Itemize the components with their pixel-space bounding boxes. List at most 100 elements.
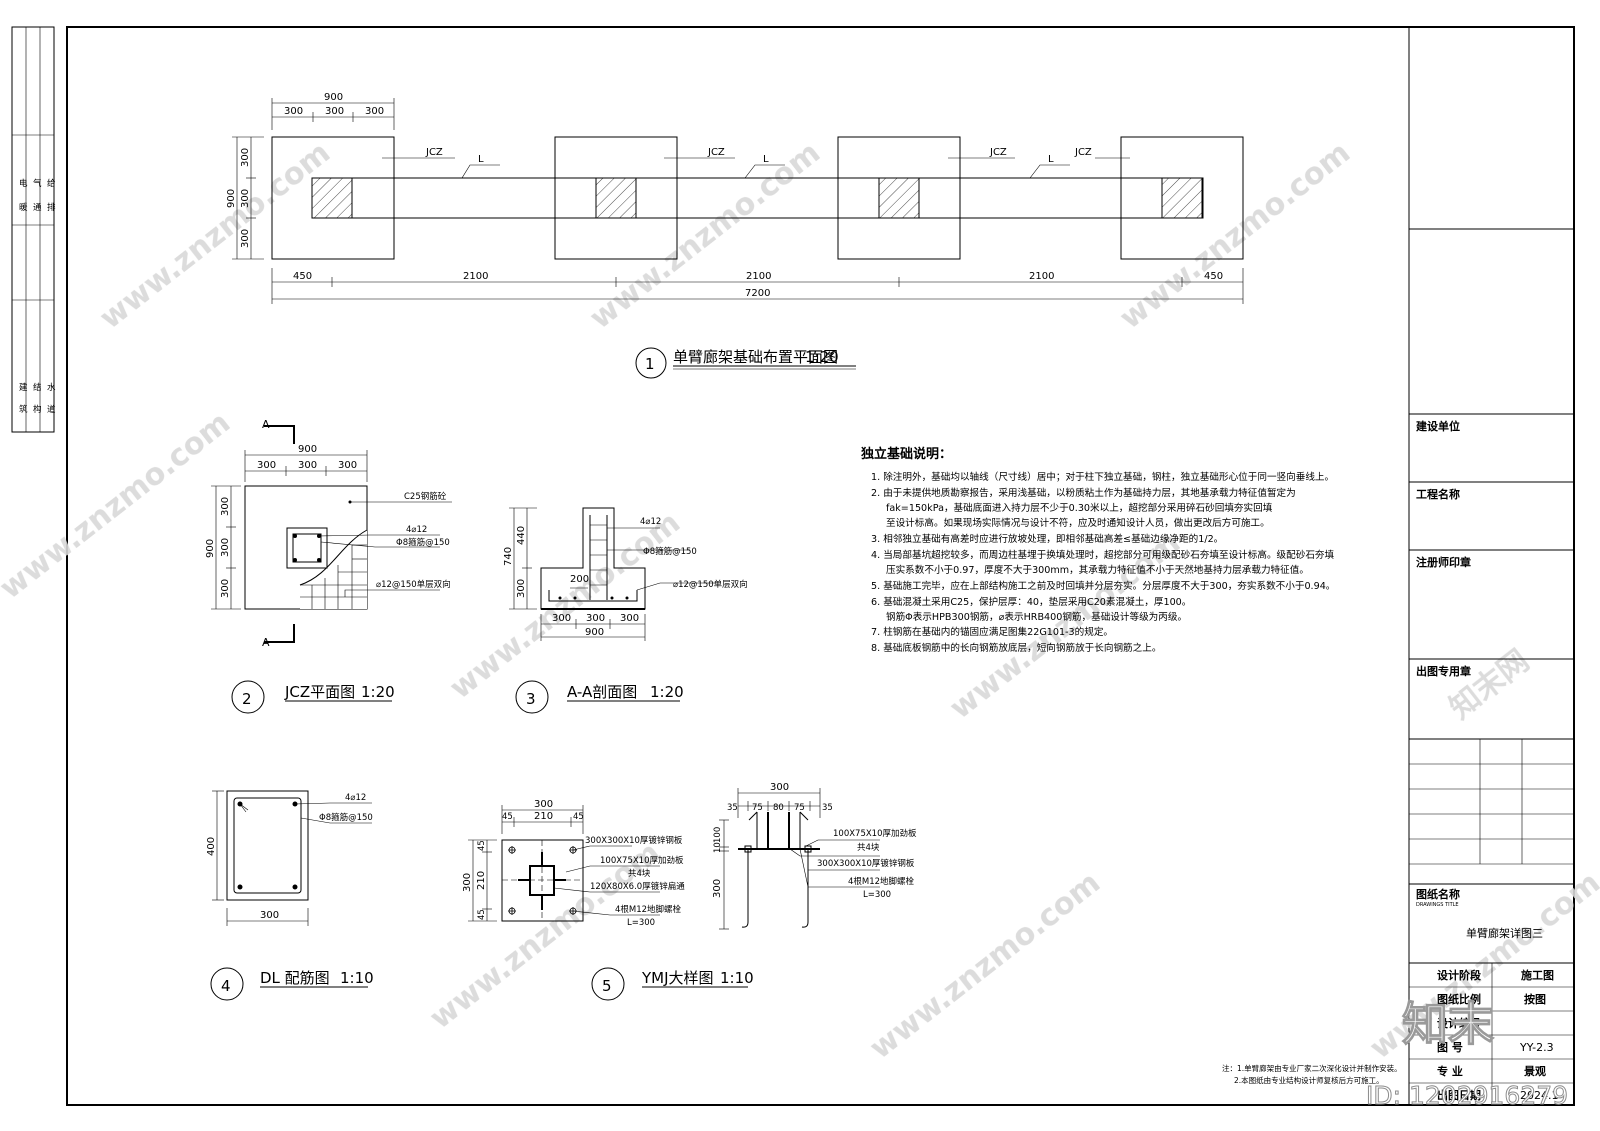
dim-text: 300: [534, 799, 553, 810]
drawing-name-label: 图纸名称: [1416, 887, 1460, 901]
callout-text: 4根M12地脚螺栓: [848, 876, 915, 887]
title-block: 建设单位 工程名称 注册师印章 出图专用章 图纸名称 DRAWINGS TITL…: [1409, 228, 1574, 1105]
jcz-plan: A A C25钢筋砼 4⌀12 Φ8箍筋@150 ⌀1: [205, 418, 452, 714]
notes-heading: 独立基础说明：: [861, 446, 952, 462]
dim-text: 35: [727, 803, 738, 813]
note-line: 3. 相邻独立基础有高差时应进行放坡处理，即相邻基础高差≤基础边缘净距的1/2。: [871, 533, 1223, 545]
dim-text: 300: [770, 782, 789, 793]
dim-text: 300: [220, 497, 231, 516]
callout-text: ⌀12@150单层双向: [673, 579, 748, 590]
tb-row-label: 图 号: [1437, 1041, 1463, 1054]
detail-number: 5: [602, 977, 612, 995]
watermark-text: www.znzmo.com: [443, 505, 687, 706]
sidebar-label: 排: [47, 202, 56, 213]
note-line: 7. 柱钢筋在基础内的锚固应满足图集22G101-3的规定。: [871, 626, 1113, 638]
callout-text: 4⌀12: [345, 793, 366, 803]
dl-reinforcement: 4⌀12 Φ8箍筋@150 400 300 4 DL 配筋图 1:10: [206, 790, 374, 1001]
detail-scale: 1:10: [720, 969, 754, 987]
sidebar-label: 通: [33, 202, 42, 213]
watermark-text: www.znzmo.com: [0, 405, 237, 606]
dim-text: 740: [503, 547, 514, 566]
detail-scale: 1:20: [805, 348, 839, 366]
dim-text: 45: [477, 840, 487, 851]
tb-row-label: 设计编号: [1437, 1016, 1481, 1030]
detail-title: DL 配筋图: [260, 969, 330, 987]
note-line: 6. 基础混凝土采用C25，保护层厚：40，垫层采用C20素混凝土，厚100。: [871, 596, 1191, 608]
column-hatch: [311, 177, 353, 219]
callout-text: L=300: [627, 918, 655, 928]
dim-text: 75: [752, 803, 763, 813]
drawing-name: 单臂廊架详图三: [1466, 926, 1543, 940]
callout-text: 4⌀12: [640, 517, 661, 527]
callout-text: 120X80X6.0厚镀锌扁通: [590, 881, 685, 892]
dim-text: 900: [298, 444, 317, 455]
tb-row-value: 按图: [1524, 992, 1546, 1006]
column-hatch: [1161, 177, 1203, 219]
image-id: ID: 1202916279: [1366, 1081, 1568, 1110]
tb-row-value: 2024.1: [1520, 1089, 1559, 1102]
dim-text: 210: [534, 811, 553, 822]
foundation-layout-plan: JCZ L JCZ L JCZ L JCZ 900 300 300 300 90…: [226, 92, 1244, 379]
dim-text: 75: [794, 803, 805, 813]
label-beam: L: [763, 154, 769, 165]
watermark-layer: www.znzmo.com www.znzmo.com www.znzmo.co…: [0, 135, 1600, 1066]
sidebar-label: 水: [47, 382, 56, 393]
dim-text: 10: [713, 842, 723, 853]
sidebar-label: 给: [47, 178, 56, 189]
dim-text: 210: [476, 871, 487, 890]
label-beam: L: [478, 154, 484, 165]
dim-text: 300: [516, 579, 527, 598]
sidebar-label: 暖: [19, 203, 28, 213]
footnotes: 注：1.单臂廊架由专业厂家二次深化设计并制作安装。 2.本图纸由专业结构设计师复…: [1222, 1063, 1402, 1085]
label-beam: L: [1048, 154, 1054, 165]
dim-text: 2100: [1029, 271, 1054, 282]
watermark-text: www.znzmo.com: [583, 135, 827, 336]
tb-row-label: 图纸比例: [1437, 992, 1481, 1006]
dim-text: 2100: [746, 271, 771, 282]
detail-scale: 1:20: [650, 683, 684, 701]
dim-text: 900: [585, 627, 604, 638]
note-line: 2. 由于未提供地质勘察报告，采用浅基础，以粉质粘土作为基础持力层，其地基承载力…: [871, 487, 1296, 499]
detail-title: 单臂廊架基础布置平面图: [673, 348, 838, 366]
watermark-text: www.znzmo.com: [93, 135, 337, 336]
dim-text: 300: [220, 579, 231, 598]
dim-text: 900: [226, 189, 237, 208]
dim-text: 100: [713, 827, 723, 843]
note-line: 1. 除注明外，基础均以轴线（尺寸线）居中；对于柱下独立基础，钢柱，独立基础形心…: [871, 471, 1334, 483]
tb-row-value: YY-2.3: [1519, 1041, 1554, 1054]
callout-text: 100X75X10厚加劲板: [833, 828, 917, 839]
dim-text: 450: [293, 271, 312, 282]
footnote-line: 注：1.单臂廊架由专业厂家二次深化设计并制作安装。: [1222, 1063, 1402, 1073]
sidebar-label: 结: [33, 382, 42, 393]
dim-text: 440: [516, 526, 527, 545]
dim-text: 300: [260, 910, 279, 921]
detail-title: JCZ平面图: [284, 683, 355, 701]
dim-text: 300: [240, 148, 251, 167]
sidebar-label: 构: [33, 404, 42, 415]
note-line: 压实系数不小于0.97，厚度不大于300mm，其承载力特征值不小于天然地基持力层…: [886, 564, 1309, 576]
dim-text: 300: [620, 613, 639, 624]
detail-scale: 1:20: [361, 683, 395, 701]
drawing-name-en: DRAWINGS TITLE: [1416, 902, 1459, 908]
tb-row-label: 专 业: [1437, 1064, 1463, 1078]
tb-row-label: 设计阶段: [1437, 968, 1481, 982]
callout-text: ⌀12@150单层双向: [376, 579, 451, 590]
detail-number: 3: [526, 690, 536, 708]
note-line: 5. 基础施工完毕，应在上部结构施工之前及时回填并分层夯实。分层厚度不大于300…: [871, 580, 1335, 592]
tb-row-value: 景观: [1523, 1065, 1546, 1078]
brand-logo: 知末: [1402, 997, 1494, 1051]
tb-row-label: 出图日期: [1437, 1088, 1481, 1102]
dim-text: 300: [552, 613, 571, 624]
foundation-notes: 独立基础说明： 1. 除注明外，基础均以轴线（尺寸线）居中；对于柱下独立基础，钢…: [861, 446, 1335, 654]
note-line: 钢筋Φ表示HPB300钢筋，⌀表示HRB400钢筋，基础设计等级为丙级。: [886, 611, 1187, 623]
left-sidebar: 电 气 暖 通 给 排 建 筑 结 构 水 道: [11, 26, 56, 433]
dim-text: 300: [240, 229, 251, 248]
dim-text: 400: [206, 837, 217, 856]
detail-number: 4: [221, 977, 231, 995]
label-jcz: JCZ: [989, 147, 1007, 158]
dim-text: 300: [220, 538, 231, 557]
registered-seal-label: 注册师印章: [1416, 555, 1471, 569]
dim-text: 300: [298, 460, 317, 471]
callout-text: 100X75X10厚加劲板: [600, 855, 684, 866]
